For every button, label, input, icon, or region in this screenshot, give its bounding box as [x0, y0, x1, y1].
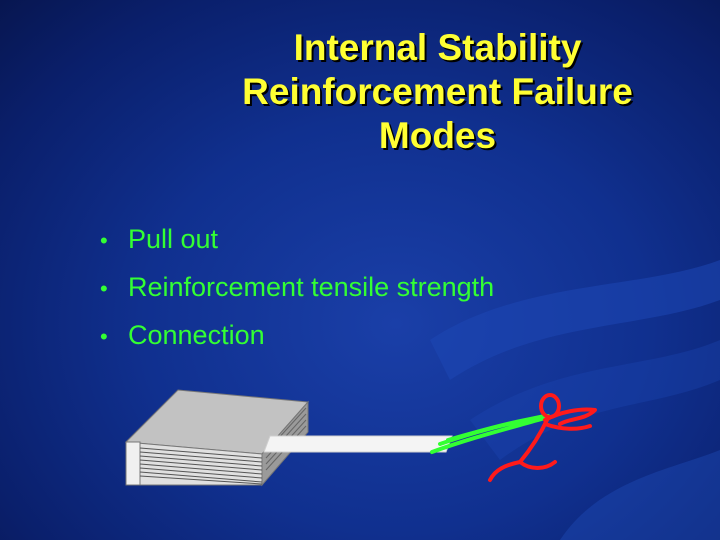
reinforcement-strip-icon	[263, 435, 453, 453]
bullet-icon: •	[100, 276, 108, 301]
pullout-illustration	[124, 389, 597, 487]
rope-icon	[430, 414, 550, 454]
title-line-2: Reinforcement Failure	[242, 71, 633, 112]
bullet-item: • Reinforcement tensile strength	[100, 264, 494, 312]
bullet-item: • Pull out	[100, 216, 494, 264]
slide-title: Internal Stability Reinforcement Failure…	[160, 26, 715, 158]
title-line-1: Internal Stability	[293, 27, 582, 68]
bullet-text: Pull out	[128, 224, 219, 254]
bullet-icon: •	[100, 324, 108, 349]
stick-figure-icon	[488, 393, 597, 482]
bullet-list: • Pull out • Reinforcement tensile strengt…	[100, 216, 494, 360]
title-line-3: Modes	[378, 115, 497, 156]
bullet-item: • Connection	[100, 312, 494, 360]
bullet-text: Connection	[128, 320, 265, 350]
bullet-icon: •	[100, 228, 108, 253]
bullet-text: Reinforcement tensile strength	[128, 272, 495, 302]
